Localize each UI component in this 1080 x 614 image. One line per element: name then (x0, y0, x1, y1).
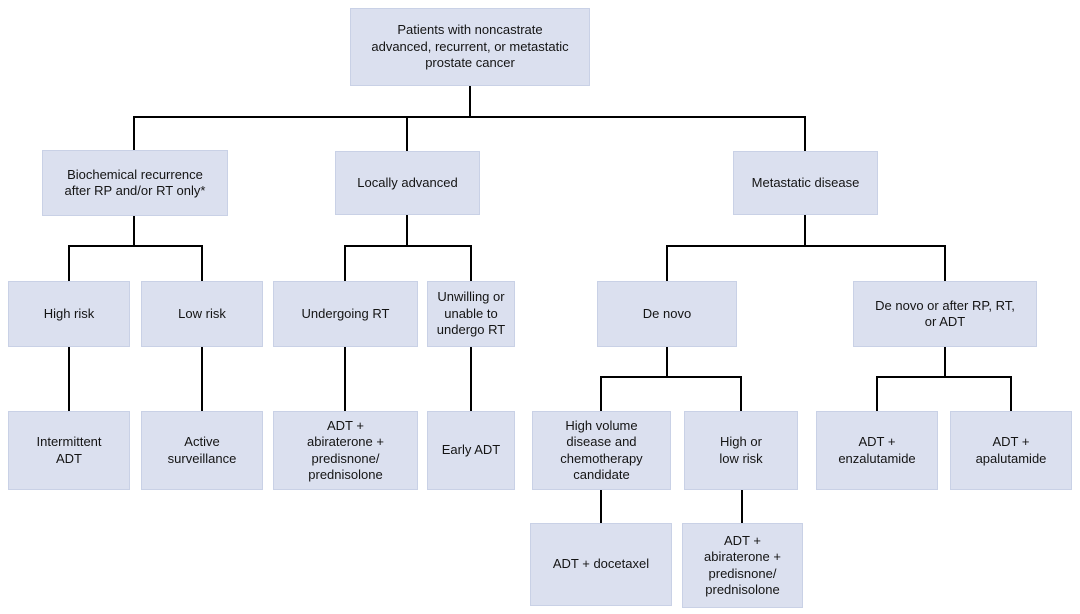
node-biochemical-recurrence: Biochemical recurrence after RP and/or R… (42, 150, 228, 216)
node-adt-docetaxel: ADT + docetaxel (530, 523, 672, 606)
node-adt-abiraterone-metastatic: ADT + abiraterone + predisnone/ predniso… (682, 523, 803, 608)
node-patients-noncastrate: Patients with noncastrate advanced, recu… (350, 8, 590, 86)
node-intermittent-adt: Intermittent ADT (8, 411, 130, 490)
node-adt-abiraterone-rt: ADT + abiraterone + predisnone/ predniso… (273, 411, 418, 490)
node-adt-enzalutamide: ADT + enzalutamide (816, 411, 938, 490)
node-adt-apalutamide: ADT + apalutamide (950, 411, 1072, 490)
node-unwilling-unable-rt: Unwilling or unable to undergo RT (427, 281, 515, 347)
node-undergoing-rt: Undergoing RT (273, 281, 418, 347)
node-high-risk: High risk (8, 281, 130, 347)
node-locally-advanced: Locally advanced (335, 151, 480, 215)
node-low-risk: Low risk (141, 281, 263, 347)
node-high-volume-chemo-candidate: High volume disease and chemotherapy can… (532, 411, 671, 490)
node-active-surveillance: Active surveillance (141, 411, 263, 490)
node-de-novo-or-after: De novo or after RP, RT, or ADT (853, 281, 1037, 347)
node-high-or-low-risk: High or low risk (684, 411, 798, 490)
node-metastatic-disease: Metastatic disease (733, 151, 878, 215)
node-early-adt: Early ADT (427, 411, 515, 490)
node-de-novo: De novo (597, 281, 737, 347)
